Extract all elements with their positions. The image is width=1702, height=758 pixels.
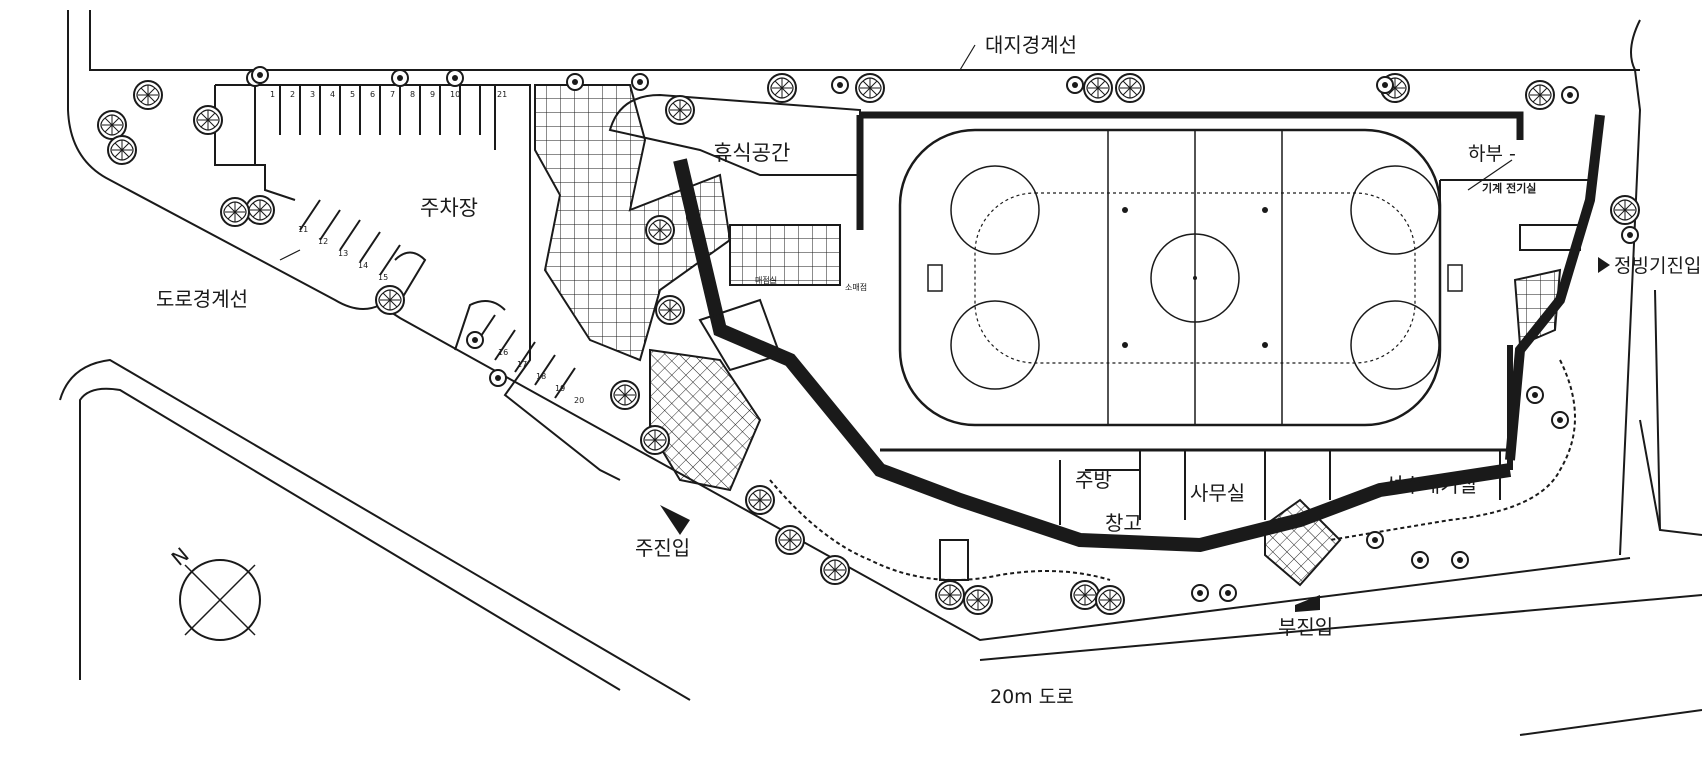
lower-machine-label: 하부 - bbox=[1468, 143, 1516, 165]
parking-number-10: 10 bbox=[450, 90, 460, 99]
trees bbox=[97, 73, 1640, 615]
storage-label: 창고 bbox=[1105, 511, 1142, 535]
shrubs bbox=[246, 66, 1639, 602]
ice-machine-arrow bbox=[1598, 257, 1610, 273]
parking-number-5: 5 bbox=[350, 90, 355, 99]
parking-number-1: 1 bbox=[270, 90, 275, 99]
sub-entrance-label: 부진입 bbox=[1278, 615, 1333, 639]
kitchen-label: 주방 bbox=[1075, 468, 1112, 492]
parking-number-7: 7 bbox=[390, 90, 395, 99]
parking-label: 주차장 bbox=[420, 196, 478, 220]
east-path bbox=[1329, 359, 1576, 541]
parking-number-13: 13 bbox=[338, 249, 348, 258]
main-entrance-arrow bbox=[660, 505, 690, 535]
machine-room-label: 기계 전기실 bbox=[1482, 181, 1536, 195]
parking-number-12: 12 bbox=[318, 237, 328, 246]
parking-number-17: 17 bbox=[517, 360, 527, 369]
parking-number-9: 9 bbox=[430, 90, 435, 99]
parking-number-8: 8 bbox=[410, 90, 415, 99]
north-letter: N bbox=[167, 543, 194, 571]
parking-number-19: 19 bbox=[555, 384, 565, 393]
leader-lines bbox=[279, 44, 1513, 261]
north-arrow: N bbox=[167, 543, 261, 641]
ice-rink bbox=[898, 128, 1463, 427]
building-walls bbox=[673, 111, 1605, 553]
player-room-label: 선수대기실 bbox=[1385, 473, 1477, 497]
site-boundary-lines bbox=[67, 10, 1702, 642]
labels: 대지경계선 도로경계선 주차장 휴식공간 하부 - 기계 전기실 정빙기진입 주… bbox=[156, 33, 1701, 708]
parking-number-4: 4 bbox=[330, 90, 335, 99]
site-boundary-label: 대지경계선 bbox=[985, 33, 1077, 57]
parking-number-3: 3 bbox=[310, 90, 315, 99]
parking-number-11: 11 bbox=[298, 225, 308, 234]
parking-number-21: 21 bbox=[497, 90, 507, 99]
road-boundary-label: 도로경계선 bbox=[156, 287, 248, 311]
road-lines bbox=[59, 358, 1702, 736]
rest-area-label: 휴식공간 bbox=[713, 141, 790, 165]
interior-rooms bbox=[698, 179, 1590, 581]
paved-plaza bbox=[534, 84, 1562, 587]
snack-room-label: 매점실 bbox=[755, 275, 777, 285]
small-room-label: 소매점 bbox=[845, 282, 867, 292]
parking-number-16: 16 bbox=[498, 348, 508, 357]
parking-number-2: 2 bbox=[290, 90, 295, 99]
parking-lot bbox=[214, 84, 621, 481]
office-label: 사무실 bbox=[1190, 481, 1245, 505]
parking-number-15: 15 bbox=[378, 273, 388, 282]
road-label: 20m 도로 bbox=[990, 686, 1074, 708]
ice-machine-label: 정빙기진입 bbox=[1614, 255, 1701, 277]
sub-entrance-arrow bbox=[1295, 595, 1320, 612]
parking-number-6: 6 bbox=[370, 90, 375, 99]
main-entrance-label: 주진입 bbox=[635, 536, 690, 560]
parking-number-20: 20 bbox=[574, 396, 584, 405]
parking-number-14: 14 bbox=[358, 261, 368, 270]
parking-number-18: 18 bbox=[536, 372, 546, 381]
garden-path bbox=[769, 479, 1111, 581]
